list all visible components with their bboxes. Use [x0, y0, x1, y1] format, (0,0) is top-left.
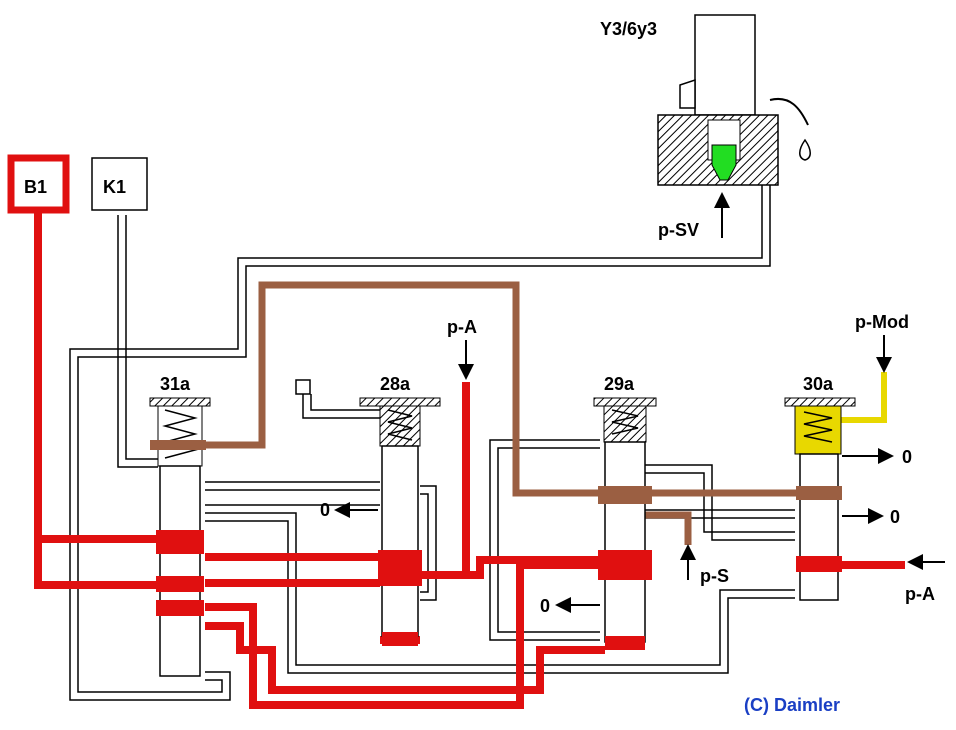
valve-29a-body: [604, 441, 646, 643]
p-sv-label: p-SV: [658, 220, 699, 240]
valve-28a-body: [381, 445, 419, 637]
valve-30a-land-red: [796, 556, 842, 572]
line-28a-29a-a: [489, 470, 600, 641]
test-port-28a: [295, 379, 311, 395]
solenoid-connector: [679, 78, 696, 109]
unpressurized-lines: [69, 150, 795, 701]
valve-31a-land-red-c: [156, 600, 204, 616]
b1-feed-line-lower: [34, 539, 160, 589]
valve-28a-label: 28a: [380, 374, 411, 394]
valve-29a-base-red: [605, 636, 645, 650]
b1-box: [7, 154, 70, 214]
exhaust-29a-label: 0: [540, 596, 550, 616]
line-29a-top: [489, 439, 600, 470]
copyright-text: (C) Daimler: [744, 695, 840, 715]
valve-30a-spring: [803, 411, 833, 443]
valve-28a-base-red: [382, 632, 418, 646]
valve-28a-spring: [387, 409, 413, 441]
valve-31a-spring: [162, 409, 198, 459]
valve-28a-land-red: [378, 550, 422, 586]
exhaust-30a-top-label: 0: [902, 447, 912, 467]
k1-label: K1: [103, 177, 126, 197]
line-29a-top-inner: [497, 447, 600, 470]
p-a-top-label: p-A: [447, 317, 477, 337]
line-31a-29a-d: [205, 512, 795, 666]
solenoid-feed-line-inner: [77, 150, 771, 693]
valve-31a-land-brown: [150, 440, 206, 450]
valve-31a-body: [159, 465, 201, 677]
line-28a-29a-b: [497, 470, 600, 633]
line-29a-30a-b: [645, 472, 795, 533]
valve-31a-bore-top: [157, 405, 203, 467]
valve-29a-spring-block: [603, 405, 647, 443]
solenoid-valve: Y3/6y3 p-SV: [600, 14, 811, 240]
p-mod-label: p-Mod: [855, 312, 909, 332]
k1-line: [117, 215, 158, 468]
line-28a-loop: [420, 485, 437, 601]
p-s-label: p-S: [700, 566, 729, 586]
valve-28a-cap: [359, 397, 441, 407]
valve-31a-land-red-a: [156, 530, 204, 554]
valve-30a-cap: [784, 397, 856, 407]
k1-line-inner: [125, 215, 158, 460]
brown-loop: [205, 281, 605, 497]
valve-29a-label: 29a: [604, 374, 635, 394]
exhaust-arrow-icon: [769, 97, 809, 126]
exhaust-28a-label: 0: [320, 500, 330, 520]
pressurized-lines: [34, 210, 905, 709]
valve-30a: 30a: [784, 374, 856, 601]
valve-30a-land-brown: [796, 486, 842, 500]
solenoid-plunger-green: [711, 144, 737, 181]
valve-29a-land-red: [598, 550, 652, 580]
solenoid-label: Y3/6y3: [600, 19, 657, 39]
valve-30a-spring-block: [794, 405, 842, 455]
p-a-right-label: p-A: [905, 584, 935, 604]
valve-31a-label: 31a: [160, 374, 191, 394]
p-mod-line: [840, 372, 887, 423]
test-port-line-inner: [310, 394, 380, 411]
test-port-line: [302, 394, 380, 419]
valve-28a-spring-block: [379, 405, 421, 447]
solenoid-feed-line: [69, 150, 763, 701]
line-31a-29a-red-b: [205, 622, 605, 694]
solenoid-coil: [694, 14, 756, 116]
k1-box: [91, 157, 148, 211]
oil-drop-icon: [799, 138, 811, 161]
exhaust-30a-mid-label: 0: [890, 507, 900, 527]
valve-29a-land-brown: [598, 486, 652, 504]
line-29a-30a-a: [645, 464, 795, 541]
valve-29a-cap: [593, 397, 657, 407]
valve-30a-label: 30a: [803, 374, 834, 394]
valve-29a-spring: [611, 409, 639, 435]
line-28a-loop-inner: [420, 493, 429, 593]
line-31a-29a-red-a: [205, 561, 605, 709]
line-28a-29a-red: [420, 556, 605, 579]
b1-feed-line: [34, 210, 160, 543]
valve-29a: 29a: [593, 374, 657, 650]
valve-31a-land-red-b: [156, 576, 204, 592]
valve-30a-body: [799, 453, 839, 601]
modulated-lines: [205, 281, 800, 545]
b1-label: B1: [24, 177, 47, 197]
valve-28a: 28a: [359, 374, 441, 646]
valve-31a: 31a: [149, 374, 211, 677]
p-s-line: [645, 511, 692, 545]
valve-31a-cap: [149, 397, 211, 407]
line-31a-29a-e: [205, 520, 795, 674]
